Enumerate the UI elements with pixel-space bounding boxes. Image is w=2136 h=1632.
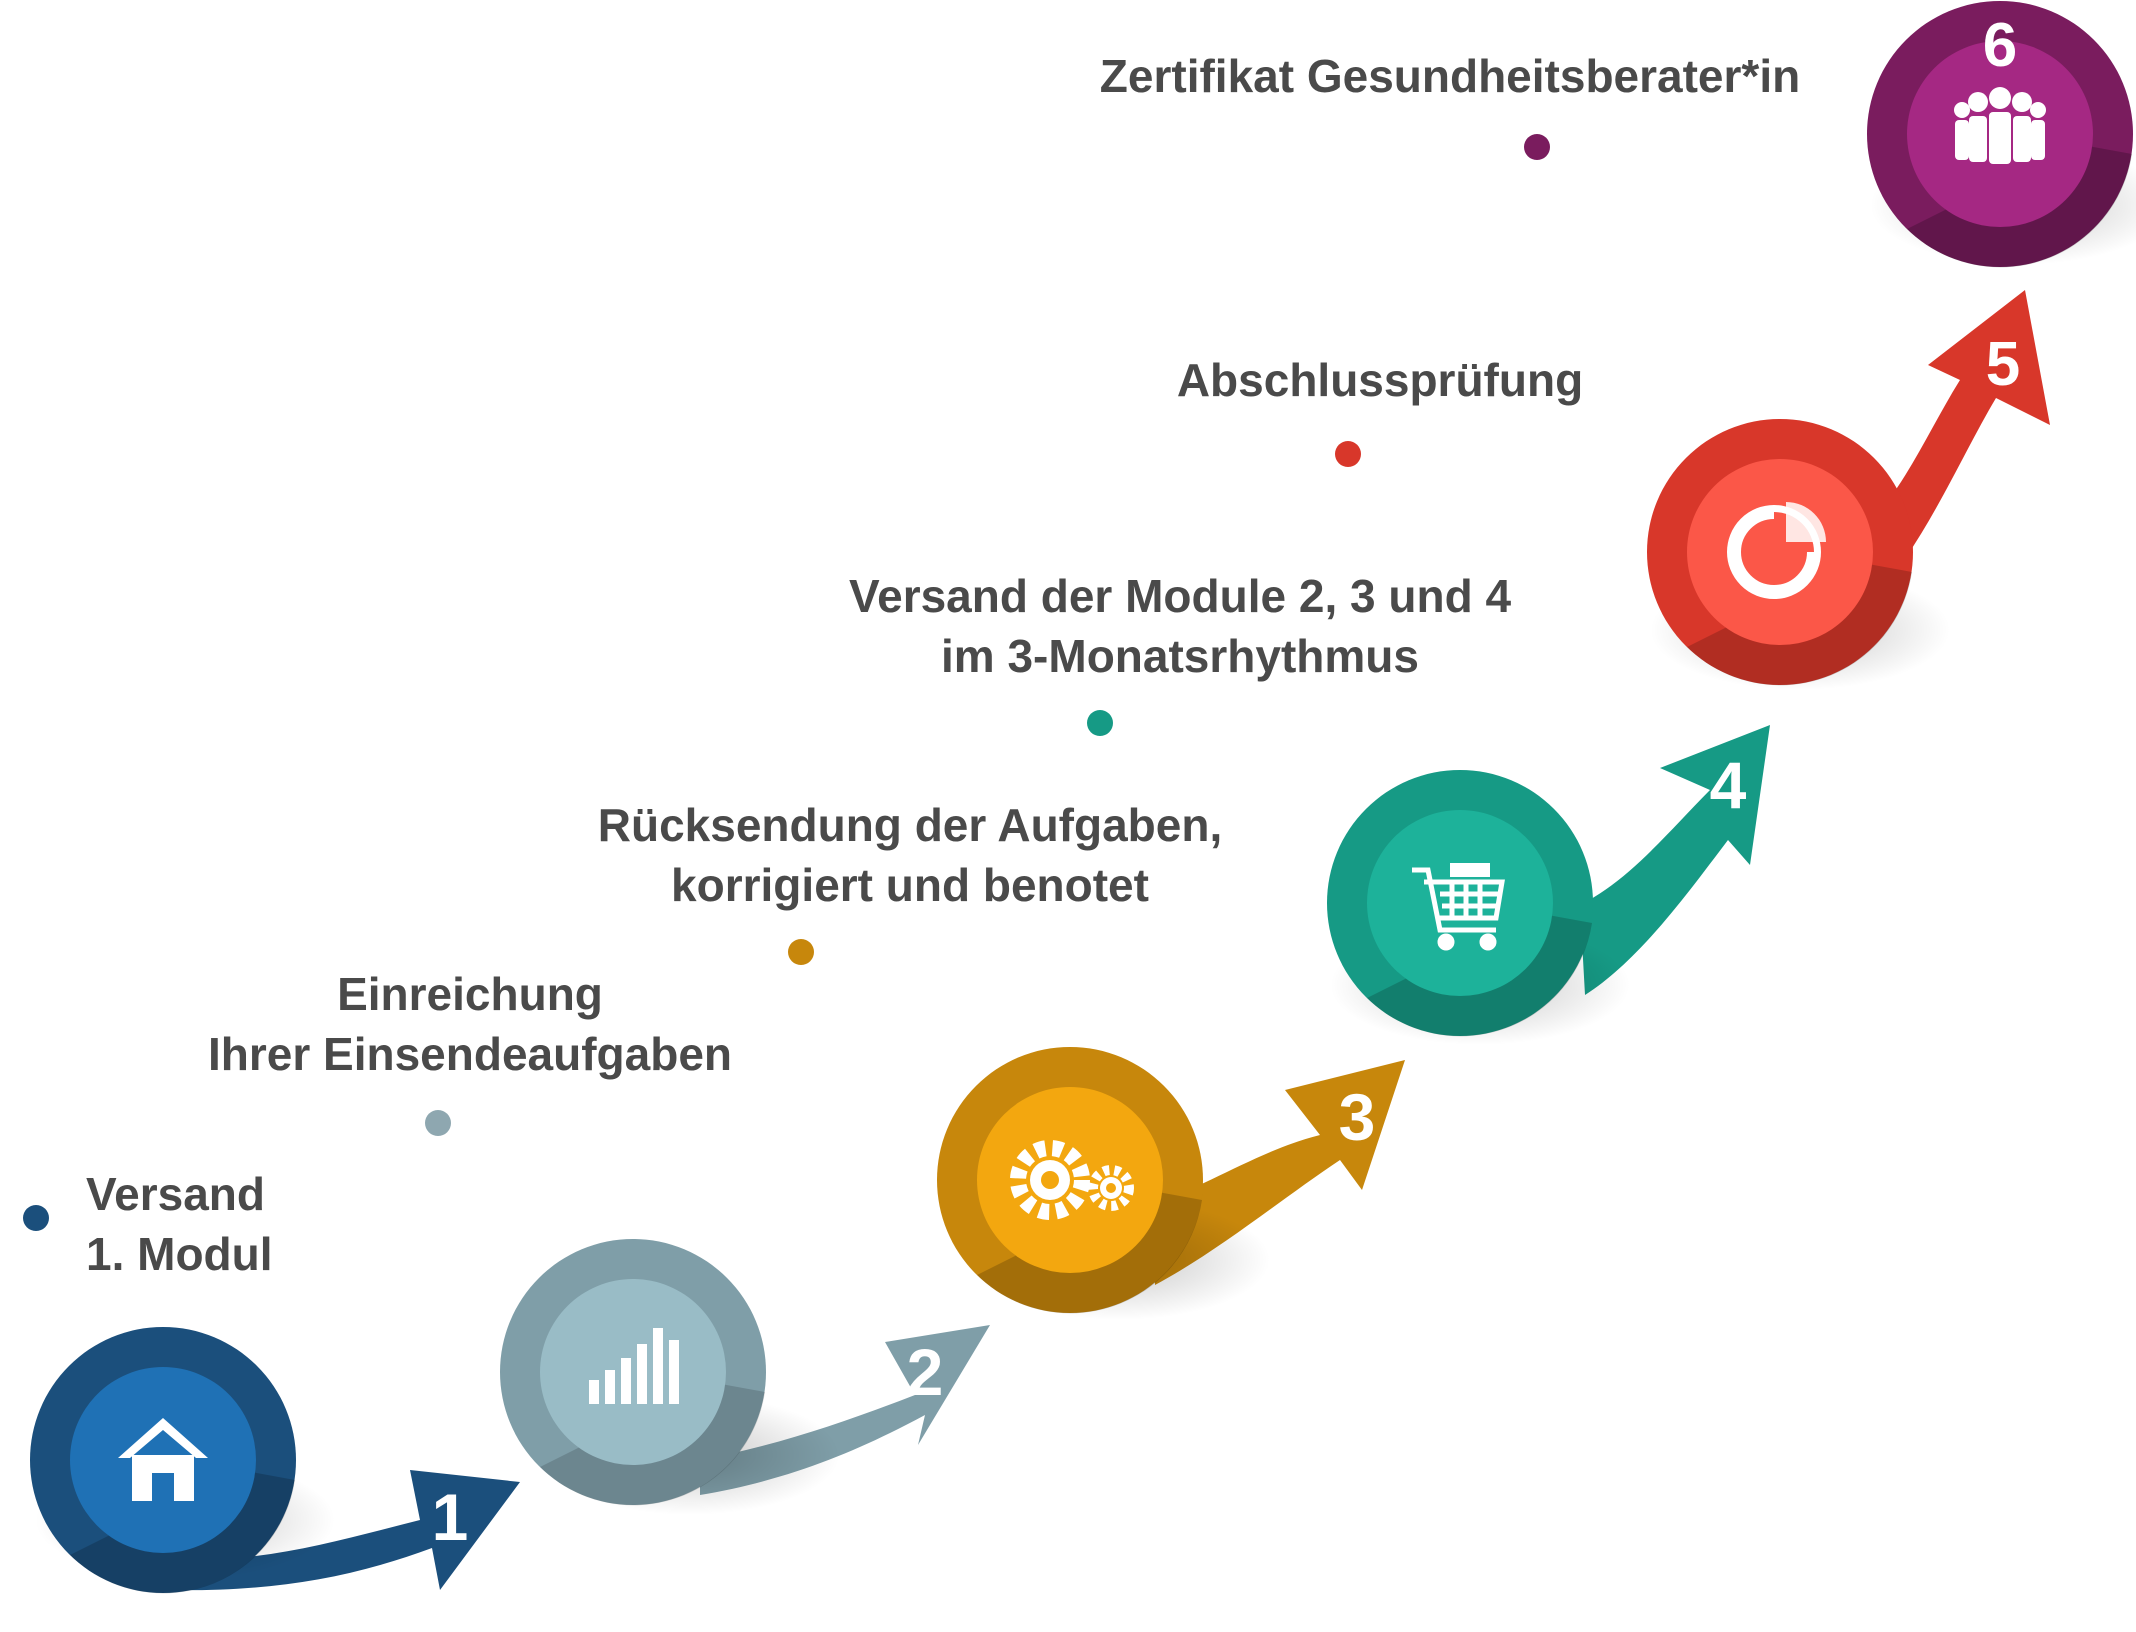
step-1-label-line-1: Versand (86, 1168, 265, 1220)
step-circle-6: 6 (1867, 1, 2136, 268)
gears-icon (1010, 1140, 1134, 1220)
step-2-inner (540, 1279, 726, 1465)
bar-chart-icon (589, 1328, 679, 1404)
arrow-4-body (1580, 725, 1770, 995)
step-5-label-line-1: Abschlussprüfung (1176, 354, 1584, 406)
step-circle-5 (1647, 419, 1950, 690)
arrow-1-number: 1 (432, 1480, 469, 1554)
step-1-label: Versand 1. Modul (86, 1164, 273, 1284)
step-4-label-line-2: im 3-Monatsrhythmus (941, 630, 1419, 682)
shopping-cart-icon (1412, 863, 1505, 951)
step-circle-1 (30, 1327, 335, 1594)
step-5-label: Abschlussprüfung (1120, 350, 1640, 410)
step-1-label-line-2: 1. Modul (86, 1228, 273, 1280)
arrow-4: 4 (1580, 725, 1770, 995)
arrow-3-number: 3 (1339, 1080, 1376, 1154)
step-4-label: Versand der Module 2, 3 und 4 im 3-Monat… (780, 566, 1580, 686)
step-5-dot (1335, 441, 1361, 467)
step-3-label: Rücksendung der Aufgaben, korrigiert und… (540, 795, 1280, 915)
arrow-5-body (1885, 290, 2050, 580)
step-circle-2 (500, 1239, 840, 1515)
arrow-5: 5 (1885, 290, 2050, 580)
step-circle-4 (1327, 770, 1630, 1045)
arrow-2-number: 2 (907, 1335, 944, 1409)
arrow-4-number: 4 (1710, 748, 1747, 822)
step-6-label-line-1: Zertifikat Gesundheitsberater*in (1099, 50, 1801, 102)
step-6-number: 6 (1983, 11, 2017, 80)
step-4-label-line-1: Versand der Module 2, 3 und 4 (848, 570, 1512, 622)
arrow-5-number: 5 (1986, 330, 2020, 399)
step-6-label: Zertifikat Gesundheitsberater*in (1020, 46, 1880, 106)
step-3-dot (788, 939, 814, 965)
people-group-icon (1954, 87, 2046, 164)
step-1-dot (23, 1205, 49, 1231)
home-icon (118, 1418, 208, 1501)
step-3-label-line-1: Rücksendung der Aufgaben, (597, 799, 1223, 851)
step-4-dot (1087, 710, 1113, 736)
step-4-inner (1367, 810, 1553, 996)
step-2-label: Einreichung Ihrer Einsendeaufgaben (160, 964, 780, 1084)
step-2-dot (425, 1110, 451, 1136)
step-3-label-line-2: korrigiert und benotet (671, 859, 1149, 911)
pie-chart-icon (1727, 502, 1826, 599)
step-2-label-line-2: Ihrer Einsendeaufgaben (207, 1028, 732, 1080)
step-circle-3 (937, 1047, 1270, 1320)
step-6-dot (1524, 134, 1550, 160)
step-2-label-line-1: Einreichung (337, 968, 603, 1020)
